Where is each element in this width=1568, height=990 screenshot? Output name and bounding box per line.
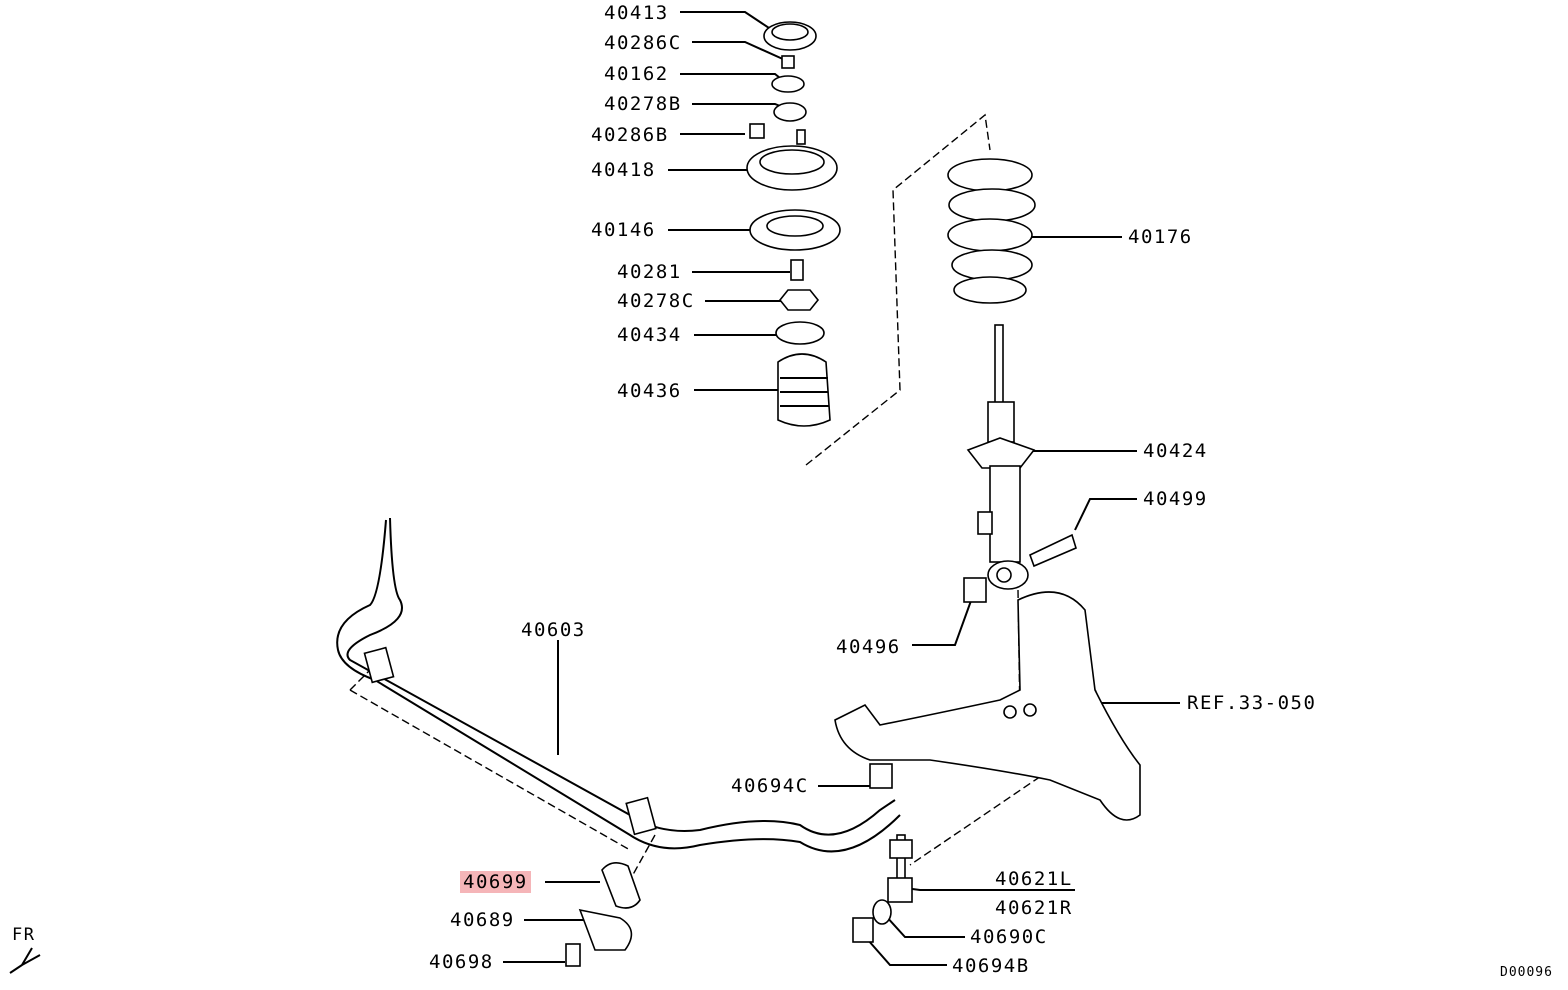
part-label-40698[interactable]: 40698	[429, 951, 494, 973]
part-label-40278c[interactable]: 40278C	[617, 290, 695, 312]
part-label-40418[interactable]: 40418	[591, 159, 656, 181]
part-label-40690c[interactable]: 40690C	[970, 926, 1048, 948]
part-label-40436[interactable]: 40436	[617, 380, 682, 402]
part-label-40496[interactable]: 40496	[836, 636, 901, 658]
stabilizer-bar	[336, 517, 901, 853]
leader-lines	[503, 11, 1180, 966]
part-label-40621r[interactable]: 40621R	[995, 897, 1073, 919]
part-label-40603[interactable]: 40603	[521, 619, 586, 641]
part-label-40434[interactable]: 40434	[617, 324, 682, 346]
part-label-40694c[interactable]: 40694C	[731, 775, 809, 797]
part-label-40286b[interactable]: 40286B	[591, 124, 669, 146]
strut-assembly	[963, 324, 1077, 603]
front-direction-arrow-icon	[9, 947, 41, 974]
part-label-40689[interactable]: 40689	[450, 909, 515, 931]
stabilizer-hardware	[565, 763, 913, 967]
upper-mount-stack	[746, 21, 841, 427]
coil-spring	[947, 158, 1036, 304]
part-label-40286c[interactable]: 40286C	[604, 32, 682, 54]
part-label-40278b[interactable]: 40278B	[604, 93, 682, 115]
part-label-40162[interactable]: 40162	[604, 63, 669, 85]
diagram-code: D00096	[1500, 965, 1553, 980]
part-label-40499[interactable]: 40499	[1143, 488, 1208, 510]
part-label-40146[interactable]: 40146	[591, 219, 656, 241]
part-label-40621l[interactable]: 40621L	[995, 868, 1073, 890]
part-label-40424[interactable]: 40424	[1143, 440, 1208, 462]
knuckle-outline	[834, 591, 1141, 821]
part-label-ref-33-050[interactable]: REF.33-050	[1187, 692, 1317, 714]
part-label-40413[interactable]: 40413	[604, 2, 669, 24]
part-label-40176[interactable]: 40176	[1128, 226, 1193, 248]
front-direction-label: FR	[12, 925, 36, 945]
part-label-40694b[interactable]: 40694B	[952, 955, 1030, 977]
part-label-40699[interactable]: 40699	[460, 871, 531, 893]
part-label-40281[interactable]: 40281	[617, 261, 682, 283]
